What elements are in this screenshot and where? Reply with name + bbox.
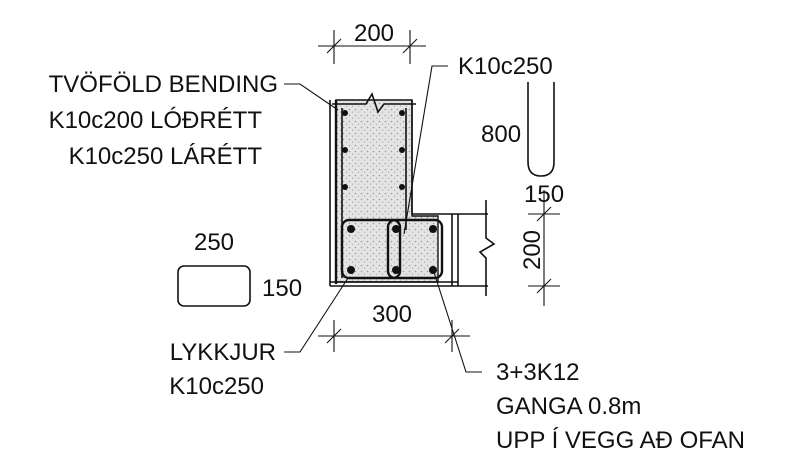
- rebar-footing-4: [347, 266, 355, 274]
- footing-break-line: [478, 200, 496, 296]
- loop-length-value: 800: [481, 121, 521, 148]
- annotations: TVÖFÖLD BENDING K10c200 LÓÐRÉTT K10c250 …: [49, 53, 745, 454]
- label-loops-title: LYKKJUR: [170, 339, 276, 366]
- step-height-value: 150: [524, 181, 564, 208]
- rebar-wall-4: [399, 147, 405, 153]
- label-horizontal-bars: K10c250 LÁRÉTT: [69, 143, 263, 170]
- stirrup-left: [340, 218, 402, 280]
- leader-bottom-bars: [431, 265, 482, 373]
- height-dimensions: 150 200: [519, 181, 564, 306]
- leader-k10c250-top: [403, 65, 448, 235]
- stirrup-height-value: 150: [262, 275, 302, 302]
- rebar-wall-6: [399, 184, 405, 190]
- wall-break-line: [332, 92, 416, 114]
- rebar-wall-1: [342, 110, 348, 116]
- rebar-footing-2: [392, 225, 400, 233]
- rebar-wall-5: [342, 184, 348, 190]
- wall-width-value: 200: [354, 20, 394, 47]
- label-loops-bars: K10c250: [169, 373, 264, 400]
- footing-width-value: 300: [372, 301, 412, 328]
- rebar-footing-5: [392, 266, 400, 274]
- rebar-footing-1: [347, 225, 355, 233]
- label-vertical-bars: K10c200 LÓÐRÉTT: [49, 107, 263, 134]
- wall-width-dimension: 200: [318, 20, 426, 64]
- stirrup-width-value: 250: [194, 229, 234, 256]
- leader-loops: [284, 277, 349, 353]
- rebar-wall-2: [399, 110, 405, 116]
- stirrup-right: [386, 218, 444, 280]
- stirrup-detail: 250 150: [177, 229, 302, 307]
- label-bottom-bars: 3+3K12: [496, 359, 579, 386]
- label-top-right-bars: K10c250: [458, 53, 553, 80]
- leaders: [284, 65, 482, 373]
- footing-width-dimension: 300: [318, 301, 470, 352]
- footing-height-value: 200: [519, 230, 546, 270]
- reinforcement: [340, 108, 444, 280]
- concrete-section: [329, 92, 496, 296]
- label-into-wall: UPP Í VEGG AÐ OFAN: [496, 427, 745, 454]
- stirrup-shape: [177, 265, 251, 307]
- rebar-footing-3: [429, 225, 437, 233]
- label-lap: GANGA 0.8m: [496, 393, 641, 420]
- rebar-wall-3: [342, 147, 348, 153]
- leader-double-bending: [284, 83, 339, 111]
- loop-detail: 800: [481, 82, 555, 177]
- loop-shape: [527, 82, 555, 177]
- label-double-bending: TVÖFÖLD BENDING: [49, 71, 278, 98]
